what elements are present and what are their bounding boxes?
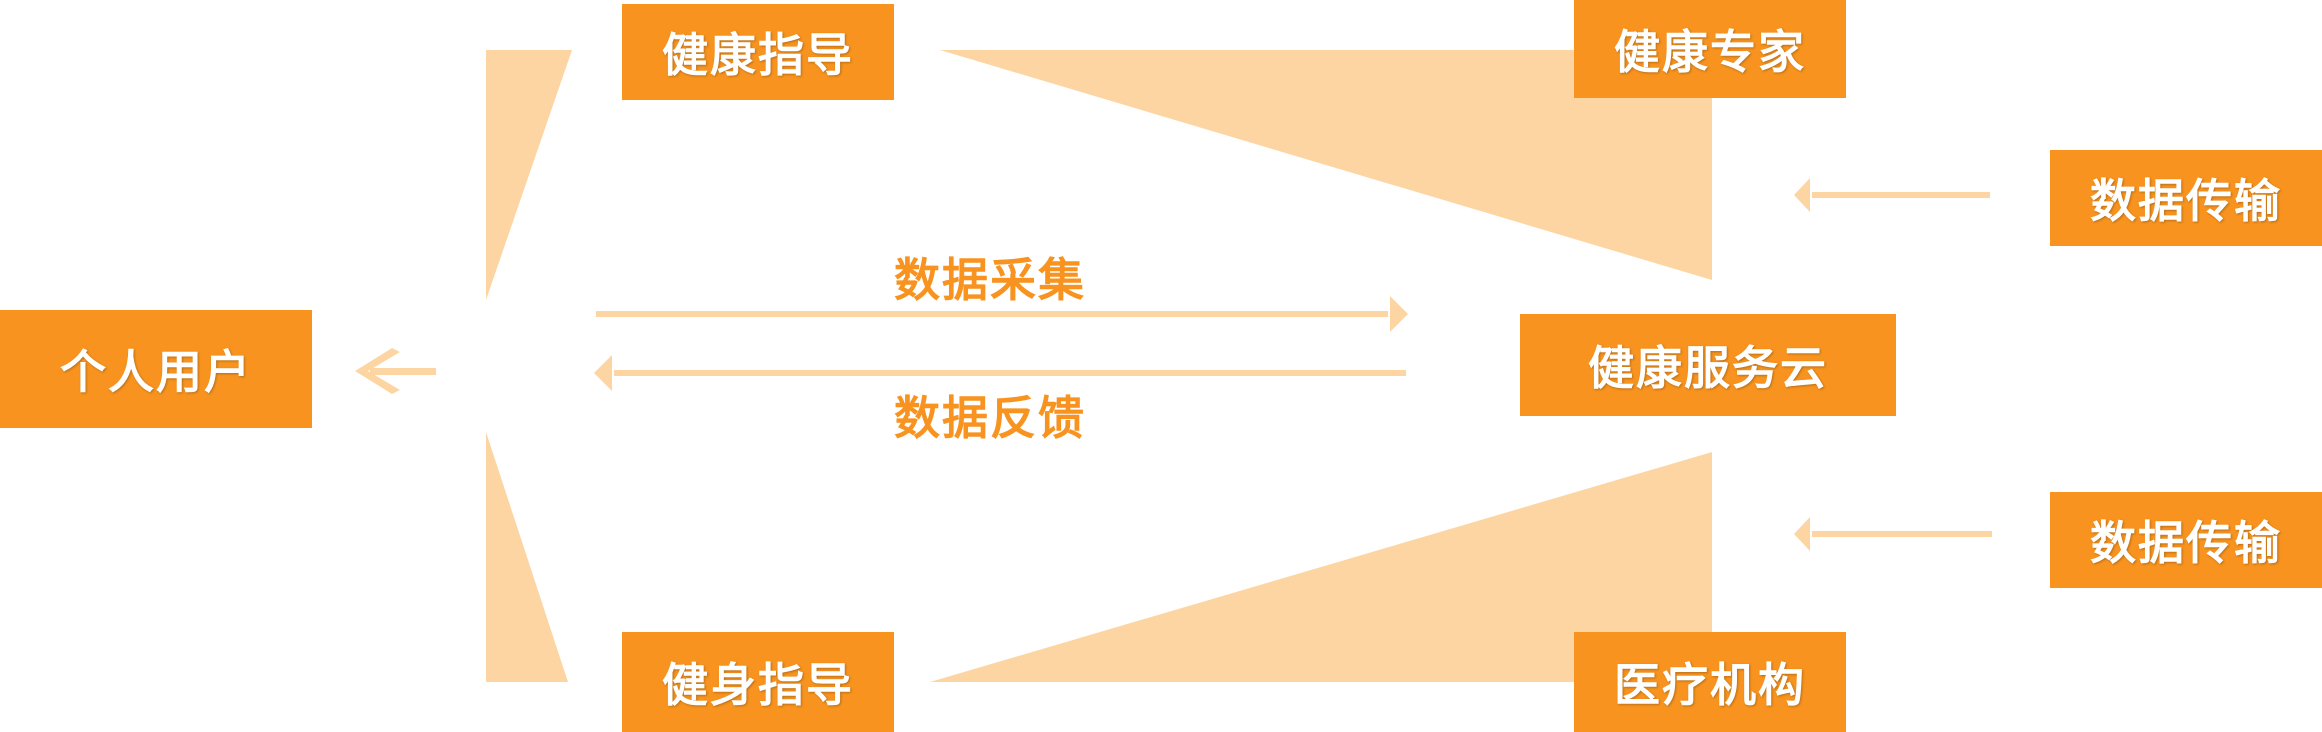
data-feedback-arrow — [594, 355, 1406, 391]
personal-user-box: 个人用户 — [0, 310, 312, 428]
medical-institution-box: 医疗机构 — [1574, 632, 1846, 732]
data-collection-arrow — [596, 296, 1408, 332]
left-upper-wedge — [486, 50, 572, 300]
data-collection-label: 数据采集 — [894, 253, 1086, 307]
data-transfer-bottom-arrow — [1794, 517, 1992, 551]
fitness-guidance-box: 健身指导 — [622, 632, 894, 732]
health-service-cloud-box: 健康服务云 — [1520, 314, 1896, 416]
data-transfer-bottom-box: 数据传输 — [2050, 492, 2322, 588]
data-feedback-label: 数据反馈 — [894, 391, 1086, 445]
data-transfer-top-box: 数据传输 — [2050, 150, 2322, 246]
left-lower-wedge — [486, 432, 568, 682]
data-transfer-top-arrow — [1794, 178, 1990, 212]
arrow-to-user — [355, 348, 436, 394]
health-expert-box: 健康专家 — [1574, 0, 1846, 98]
health-guidance-box: 健康指导 — [622, 4, 894, 100]
top-flow-triangle — [940, 50, 1712, 280]
bottom-flow-triangle — [930, 452, 1712, 682]
